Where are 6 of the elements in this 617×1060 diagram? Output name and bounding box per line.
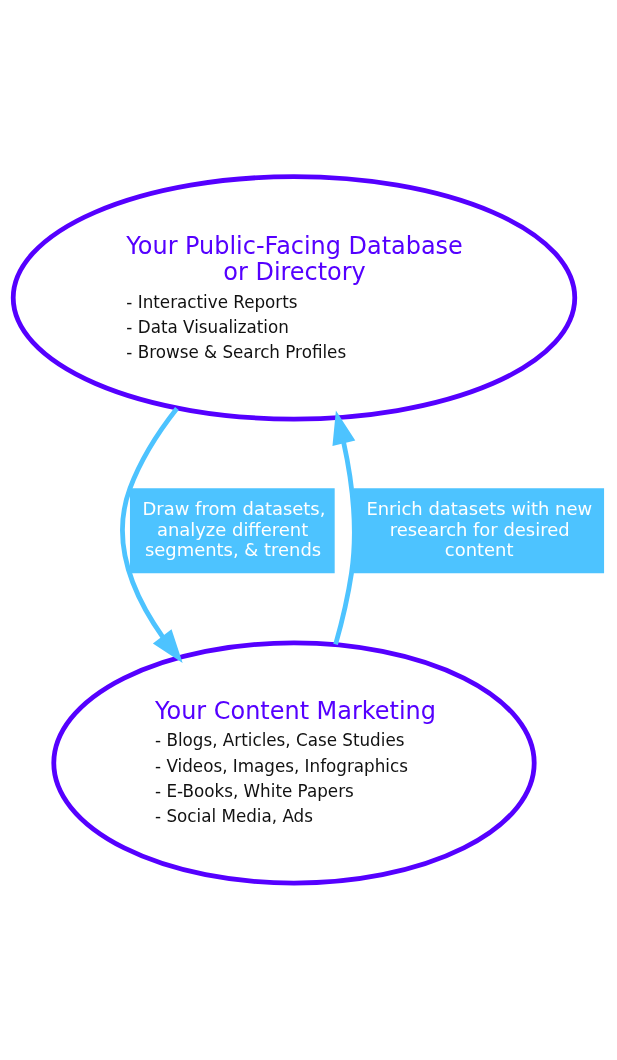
arrow: [332, 410, 357, 646]
edge-label: Enrich datasets with new research for desired content: [366, 498, 593, 560]
arrow: [120, 407, 183, 664]
node-ellipse: Your Public-Facing Database or Directory - Interactive Reports - Data Visualization - Browse & Search Profiles: [10, 174, 578, 422]
edge-label: Draw from datasets, analyze different segments, & trends: [142, 498, 326, 560]
node-ellipse: Your Content Marketing - Blogs, Articles, Case Studies - Videos, Images, Infographics - E-Books, White Papers - Social Media, Ads: [51, 640, 537, 886]
